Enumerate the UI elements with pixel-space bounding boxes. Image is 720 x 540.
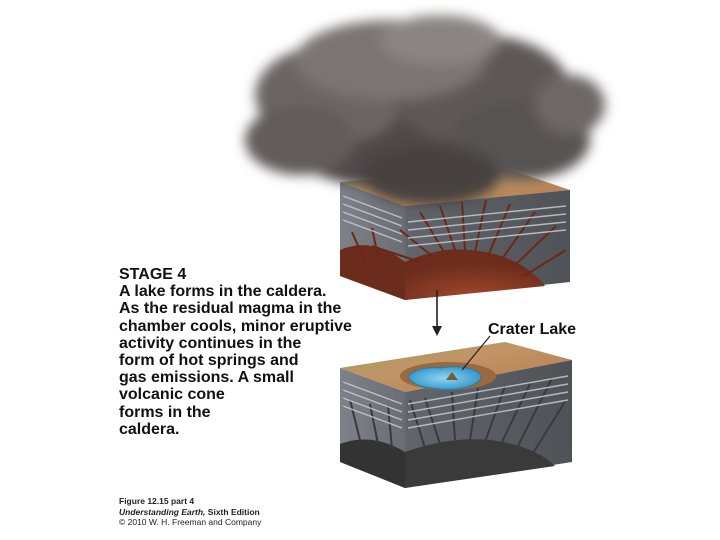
description-line: forms in the xyxy=(119,404,369,421)
book-line: Understanding Earth, Sixth Edition xyxy=(119,507,261,518)
crater-lake-label: Crater Lake xyxy=(488,321,576,339)
description-line: As the residual magma in the xyxy=(119,300,369,317)
stage-heading: STAGE 4 xyxy=(119,266,369,283)
figure-caption: Figure 12.15 part 4 Understanding Earth,… xyxy=(119,496,261,528)
description-line: A lake forms in the caldera. xyxy=(119,283,369,300)
description-line: gas emissions. A small xyxy=(119,369,369,386)
copyright: © 2010 W. H. Freeman and Company xyxy=(119,517,261,528)
stage-description: STAGE 4 A lake forms in the caldera. As … xyxy=(119,266,369,438)
description-line: chamber cools, minor eruptive xyxy=(119,318,369,335)
book-title: Understanding Earth, xyxy=(119,507,205,517)
description-line: volcanic cone xyxy=(119,386,369,403)
figure-number: Figure 12.15 part 4 xyxy=(119,496,261,507)
description-line: activity continues in the xyxy=(119,335,369,352)
ash-cloud xyxy=(245,15,605,205)
lower-block xyxy=(340,342,572,488)
description-line: caldera. xyxy=(119,421,369,438)
description-line: form of hot springs and xyxy=(119,352,369,369)
book-edition: Sixth Edition xyxy=(205,507,259,517)
